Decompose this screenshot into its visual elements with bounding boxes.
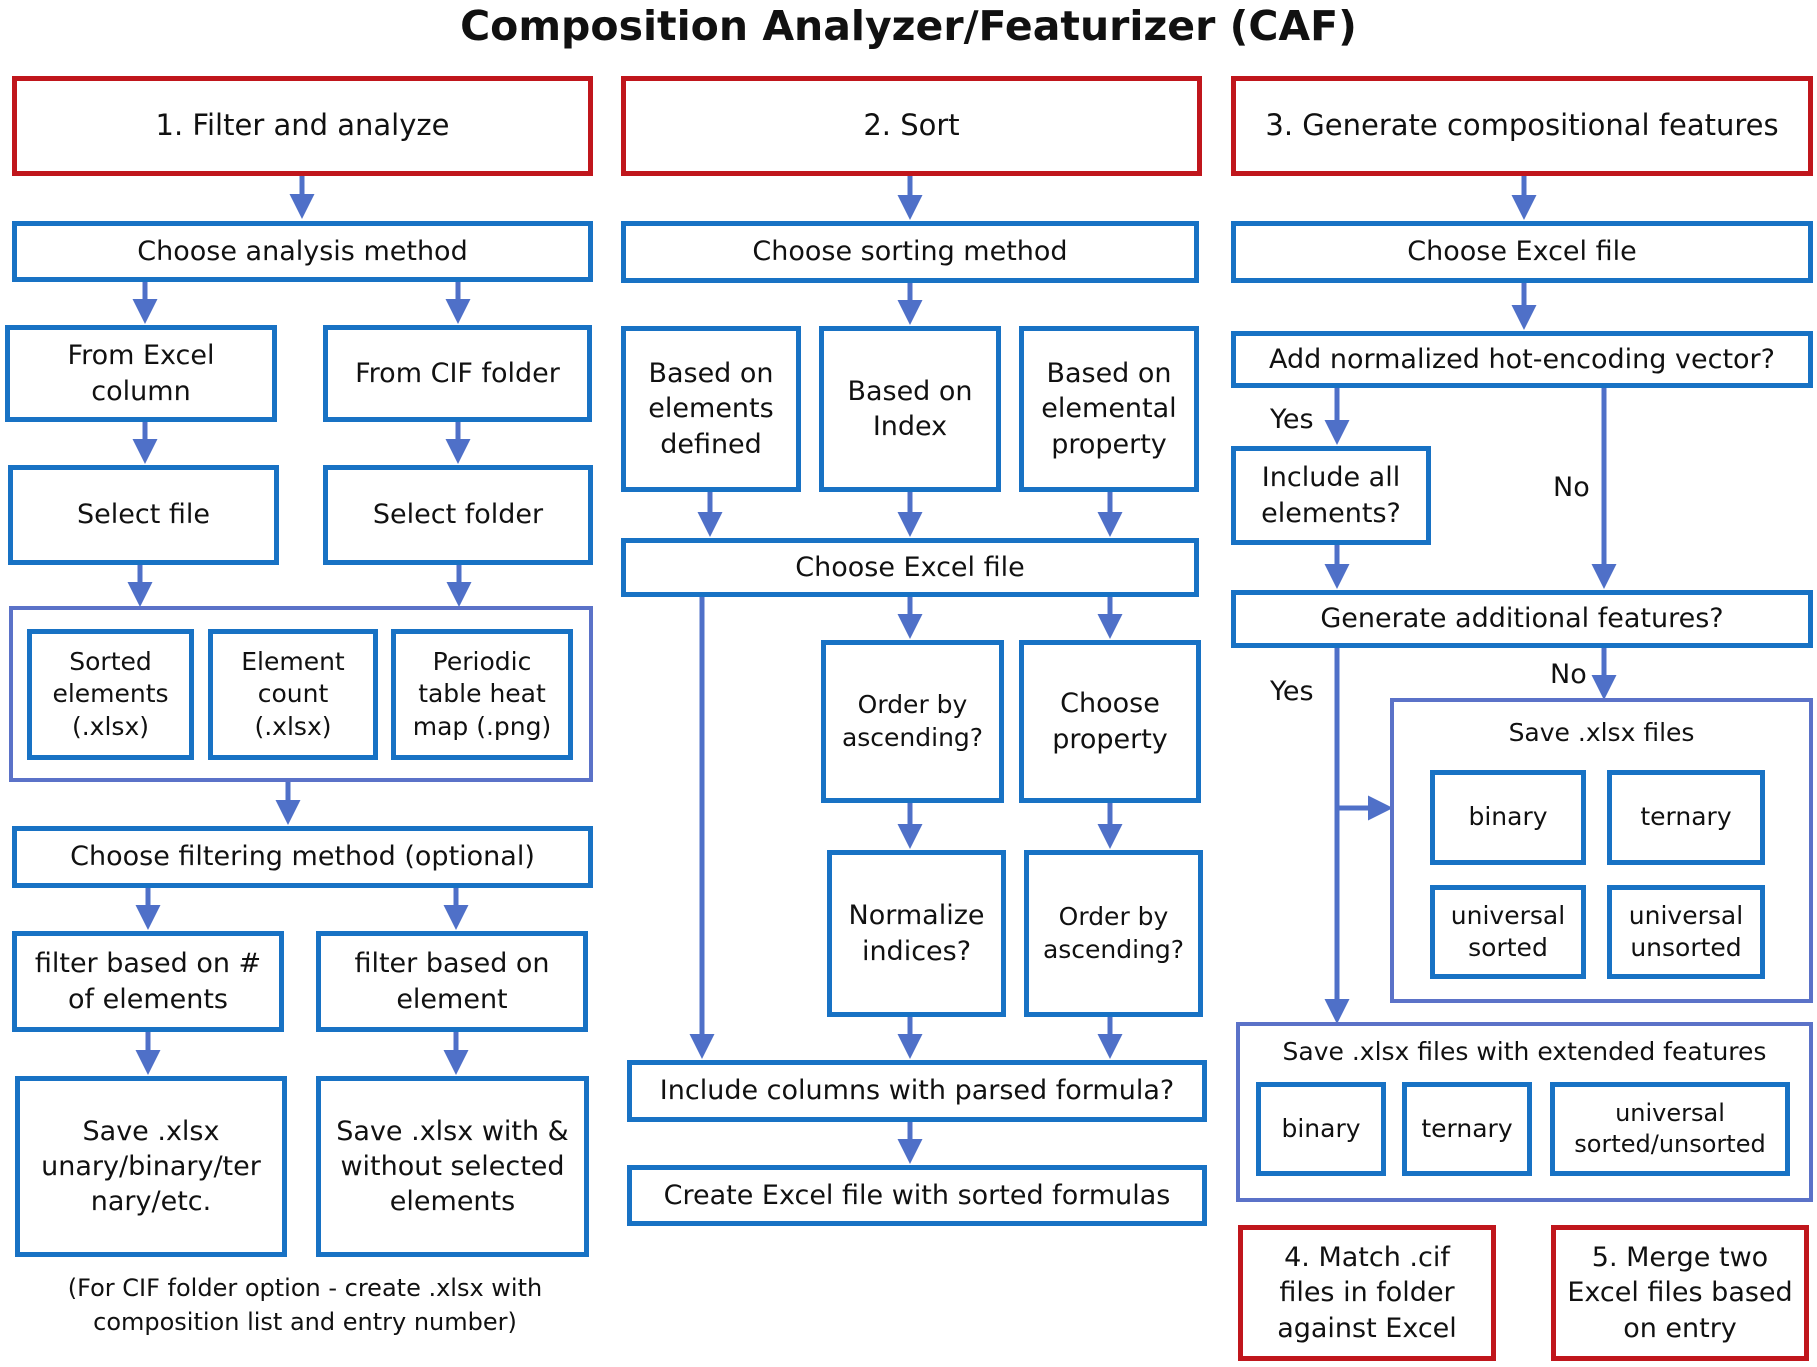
cif-folder-note: (For CIF folder option - create .xlsx wi… <box>67 1274 543 1336</box>
extended-universal-output: universal sorted/unsorted <box>1550 1082 1790 1176</box>
no-label-1: No <box>1553 472 1590 503</box>
universal-unsorted-output: universal unsorted <box>1607 885 1765 979</box>
yes-label-1: Yes <box>1270 404 1314 435</box>
element-count-output: Element count (.xlsx) <box>208 629 378 760</box>
save-unary-binary: Save .xlsx unary/binary/ter nary/etc. <box>15 1076 287 1257</box>
stage-1-header: 1. Filter and analyze <box>12 76 593 176</box>
stage-2-header: 2. Sort <box>621 76 1202 176</box>
choose-sorting-method: Choose sorting method <box>621 221 1199 283</box>
heat-map-output: Periodic table heat map (.png) <box>391 629 573 760</box>
choose-property: Choose property <box>1019 640 1201 803</box>
stage-2-label: 2. Sort <box>863 108 960 143</box>
save-extended-features-group <box>1236 1022 1813 1202</box>
extended-binary-output: binary <box>1256 1082 1386 1176</box>
analysis-outputs-group <box>9 606 593 782</box>
filter-by-element-count: filter based on # of elements <box>12 931 284 1032</box>
save-xlsx-files-caption: Save .xlsx files <box>1508 718 1695 747</box>
choose-analysis-method: Choose analysis method <box>12 221 593 282</box>
stage-3-label: 3. Generate compositional features <box>1265 108 1779 143</box>
no-label-2: No <box>1550 659 1587 690</box>
add-hot-encoding-vector: Add normalized hot-encoding vector? <box>1231 331 1813 388</box>
universal-sorted-output: universal sorted <box>1430 885 1586 979</box>
stage-4-match-cif: 4. Match .cif files in folder against Ex… <box>1238 1225 1496 1361</box>
save-extended-features-caption: Save .xlsx files with extended features <box>1282 1037 1767 1066</box>
filter-by-element: filter based on element <box>316 931 588 1032</box>
based-on-index: Based on Index <box>819 326 1001 492</box>
binary-output: binary <box>1430 770 1586 865</box>
from-excel-column: From Excel column <box>5 325 277 422</box>
stage-5-merge-excel: 5. Merge two Excel files based on entry <box>1551 1225 1809 1361</box>
include-parsed-formula: Include columns with parsed formula? <box>627 1060 1207 1122</box>
generate-additional-features: Generate additional features? <box>1231 590 1813 648</box>
select-folder: Select folder <box>323 465 593 565</box>
include-all-elements: Include all elements? <box>1231 446 1431 545</box>
choose-excel-file-features: Choose Excel file <box>1231 221 1813 283</box>
based-on-elements: Based on elements defined <box>621 326 801 492</box>
diagram-title: Composition Analyzer/Featurizer (CAF) <box>460 2 1357 50</box>
select-file: Select file <box>8 465 279 565</box>
yes-label-2: Yes <box>1270 676 1314 707</box>
sorted-elements-output: Sorted elements (.xlsx) <box>27 629 194 760</box>
choose-excel-file-sort: Choose Excel file <box>621 538 1199 597</box>
stage-1-label: 1. Filter and analyze <box>155 108 450 143</box>
from-cif-folder: From CIF folder <box>323 325 592 422</box>
save-xlsx-files-group <box>1390 698 1813 1003</box>
stage-5-label: 5. Merge two Excel files based on entry <box>1567 1242 1793 1344</box>
order-by-ascending-2: Order by ascending? <box>1024 850 1203 1017</box>
stage-4-label: 4. Match .cif files in folder against Ex… <box>1277 1242 1457 1344</box>
normalize-indices: Normalize indices? <box>827 850 1006 1017</box>
stage-3-header: 3. Generate compositional features <box>1231 76 1813 176</box>
choose-filtering-method: Choose filtering method (optional) <box>12 826 593 888</box>
save-with-without: Save .xlsx with & without selected eleme… <box>316 1076 589 1257</box>
based-on-property: Based on elemental property <box>1019 326 1199 492</box>
create-sorted-excel: Create Excel file with sorted formulas <box>627 1165 1207 1226</box>
extended-ternary-output: ternary <box>1402 1082 1532 1176</box>
ternary-output: ternary <box>1607 770 1765 865</box>
order-by-ascending-1: Order by ascending? <box>821 640 1004 803</box>
